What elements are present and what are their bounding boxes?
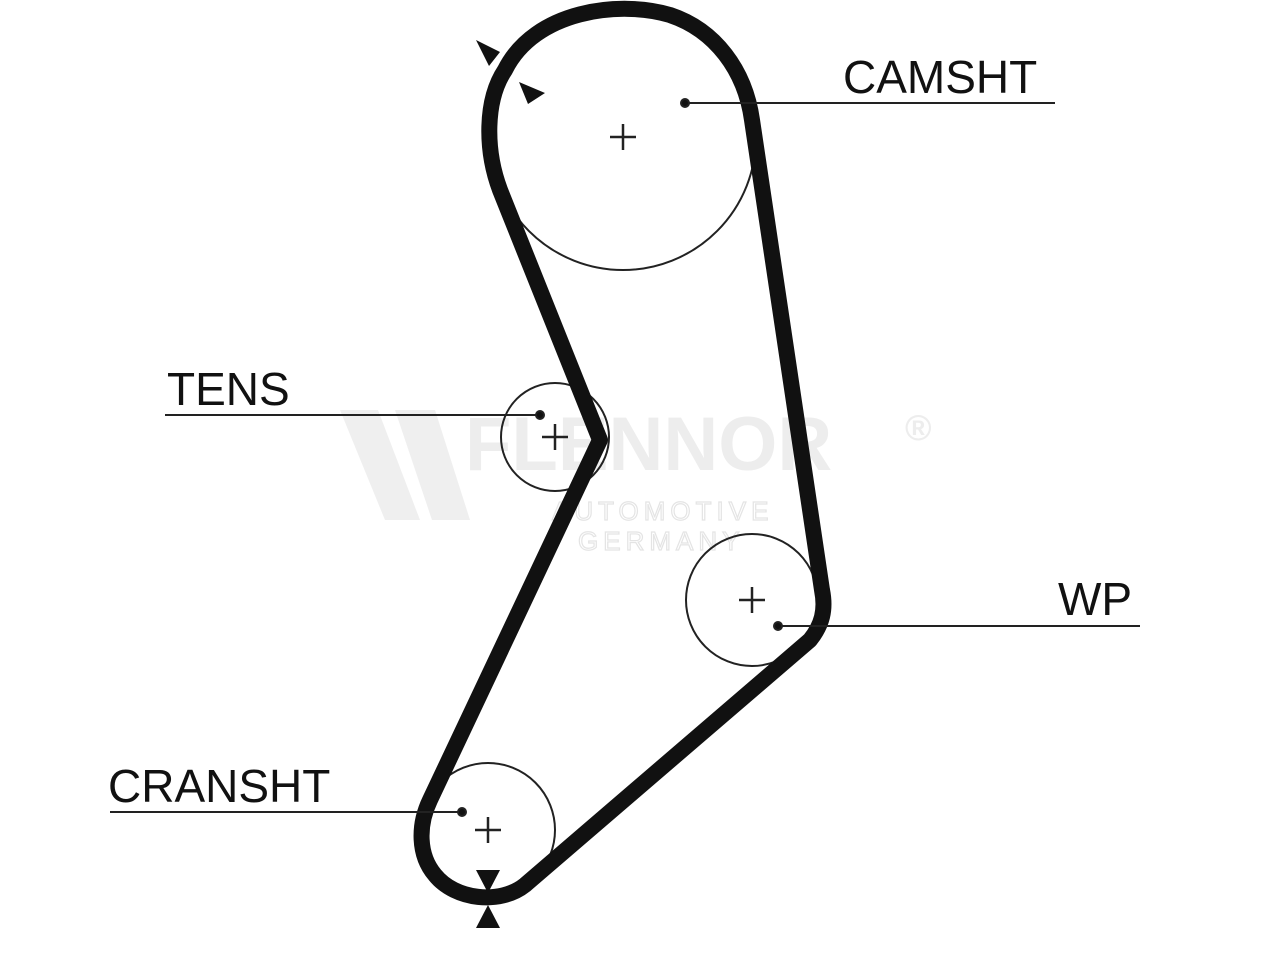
crankshaft-label: CRANSHT [108, 760, 330, 812]
water-pump-leader [773, 621, 1140, 631]
watermark-brand: FLENNOR [465, 402, 832, 487]
camshaft-label: CAMSHT [843, 51, 1037, 103]
tensioner-center-mark [542, 424, 568, 450]
watermark-logo [340, 410, 470, 520]
water-pump-label: WP [1058, 573, 1132, 625]
camshaft-leader [680, 98, 1055, 108]
crankshaft-leader [110, 807, 467, 817]
tensioner-label: TENS [167, 363, 290, 415]
camshaft-timing-mark [476, 40, 545, 104]
watermark-line1: AUTOMOTIVE [552, 496, 773, 526]
timing-belt [413, 0, 832, 906]
tensioner-leader [165, 410, 545, 420]
watermark-line2: GERMANY [578, 526, 744, 556]
crankshaft-center-mark [475, 817, 501, 843]
watermark: FLENNOR ® AUTOMOTIVE GERMANY [340, 402, 932, 557]
camshaft-center-mark [610, 124, 636, 150]
crankshaft-timing-mark [476, 870, 500, 928]
watermark-registered: ® [905, 407, 932, 448]
tensioner-pulley [500, 382, 610, 492]
water-pump-center-mark [739, 587, 765, 613]
